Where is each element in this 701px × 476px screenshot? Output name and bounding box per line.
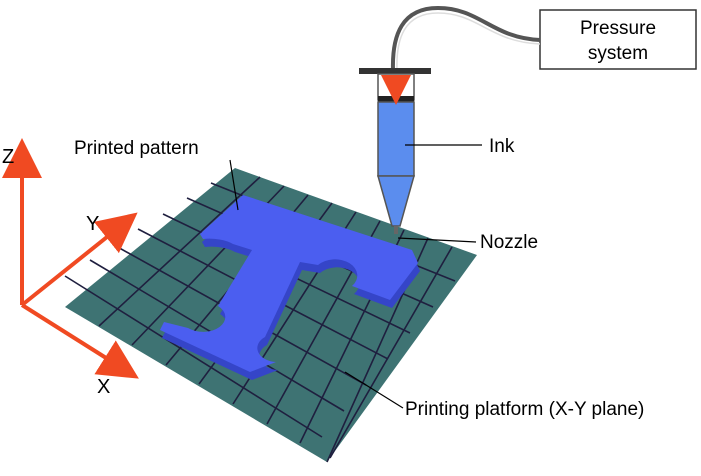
z-axis-label: Z	[2, 146, 14, 168]
x-axis-label: X	[97, 376, 110, 398]
callouts: Ink Nozzle Printed pattern Printing plat…	[74, 136, 644, 420]
y-axis-label: Y	[86, 213, 99, 235]
x-axis-arrow	[20, 303, 139, 379]
pressure-system-label-line1: Pressure	[580, 18, 656, 39]
pressure-system: Pressure system	[390, 5, 697, 71]
y-axis-arrow	[20, 212, 138, 307]
nozzle-tip	[394, 226, 398, 234]
ink-label: Ink	[489, 136, 515, 157]
platform-label: Printing platform (X-Y plane)	[405, 399, 644, 420]
pattern-top	[160, 195, 418, 372]
printed-pattern-label: Printed pattern	[74, 138, 199, 159]
printed-pattern	[160, 195, 420, 380]
nozzle-leader	[397, 237, 477, 243]
air-tube	[390, 5, 541, 71]
syringe-plunger	[378, 96, 414, 102]
axes: Z Y X	[2, 138, 139, 398]
nozzle-label: Nozzle	[480, 232, 538, 253]
ink-reservoir	[377, 101, 415, 177]
pattern-leader	[229, 159, 239, 211]
syringe	[359, 68, 431, 234]
pressure-system-label-line2: system	[588, 43, 648, 64]
platform-leader	[344, 371, 404, 409]
syringe-flange	[359, 68, 431, 74]
syringe-taper	[377, 175, 415, 227]
